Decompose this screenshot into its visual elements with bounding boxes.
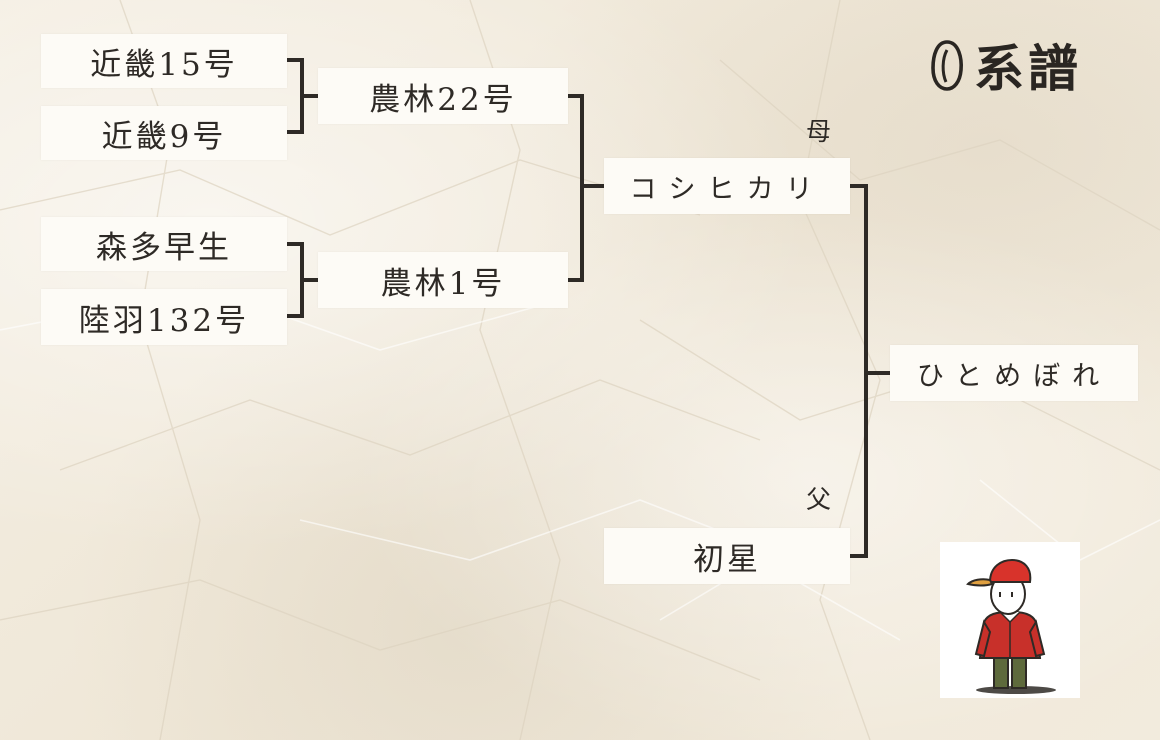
node-norin22: 農林22号 (318, 68, 568, 124)
page-title-text: 系譜 (974, 40, 1082, 98)
node-kinki15: 近畿15号 (41, 34, 287, 88)
node-kinki9: 近畿9号 (41, 106, 287, 160)
node-rikuu132: 陸羽132号 (41, 289, 287, 345)
node-morita-wase: 森多早生 (41, 217, 287, 271)
node-koshihikari: コシヒカリ (604, 158, 850, 214)
node-hatsuboshi: 初星 (604, 528, 850, 584)
node-norin1: 農林1号 (318, 252, 568, 308)
mother-label: 母 (806, 117, 832, 146)
node-hitomebore: ひとめぼれ (890, 345, 1138, 401)
mascot-illustration (940, 542, 1080, 698)
farmer-mascot-icon (966, 558, 1056, 694)
page-title: 系譜 (928, 30, 1082, 100)
rice-grain-icon (931, 40, 963, 91)
father-label: 父 (806, 485, 832, 514)
